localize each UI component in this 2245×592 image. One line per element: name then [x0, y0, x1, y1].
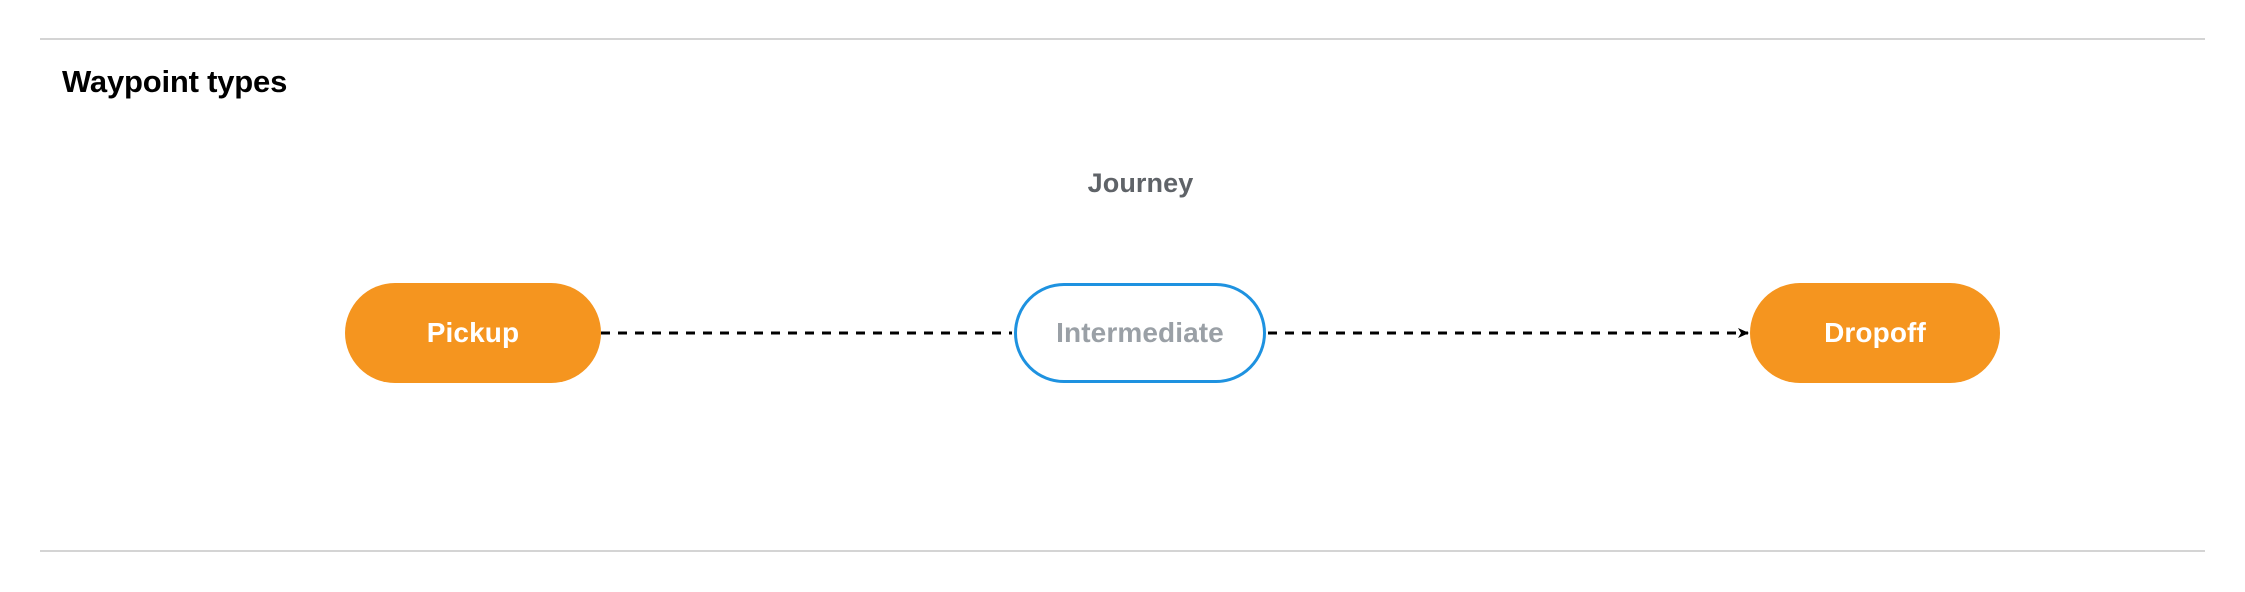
- node-pickup-label: Pickup: [426, 317, 520, 348]
- journey-group-label-text: Journey: [1087, 168, 1194, 198]
- journey-group-label: Journey: [0, 168, 2245, 199]
- page-title: Waypoint types: [62, 64, 288, 99]
- node-dropoff-label: Dropoff: [1824, 317, 1926, 348]
- section-divider-top: [40, 38, 2205, 40]
- node-dropoff[interactable]: Dropoff: [1750, 283, 2000, 383]
- node-intermediate[interactable]: Intermediate: [1014, 283, 1266, 383]
- section-divider-bottom: [40, 550, 2205, 552]
- node-pickup[interactable]: Pickup: [345, 283, 601, 383]
- node-intermediate-label: Intermediate: [1056, 317, 1224, 348]
